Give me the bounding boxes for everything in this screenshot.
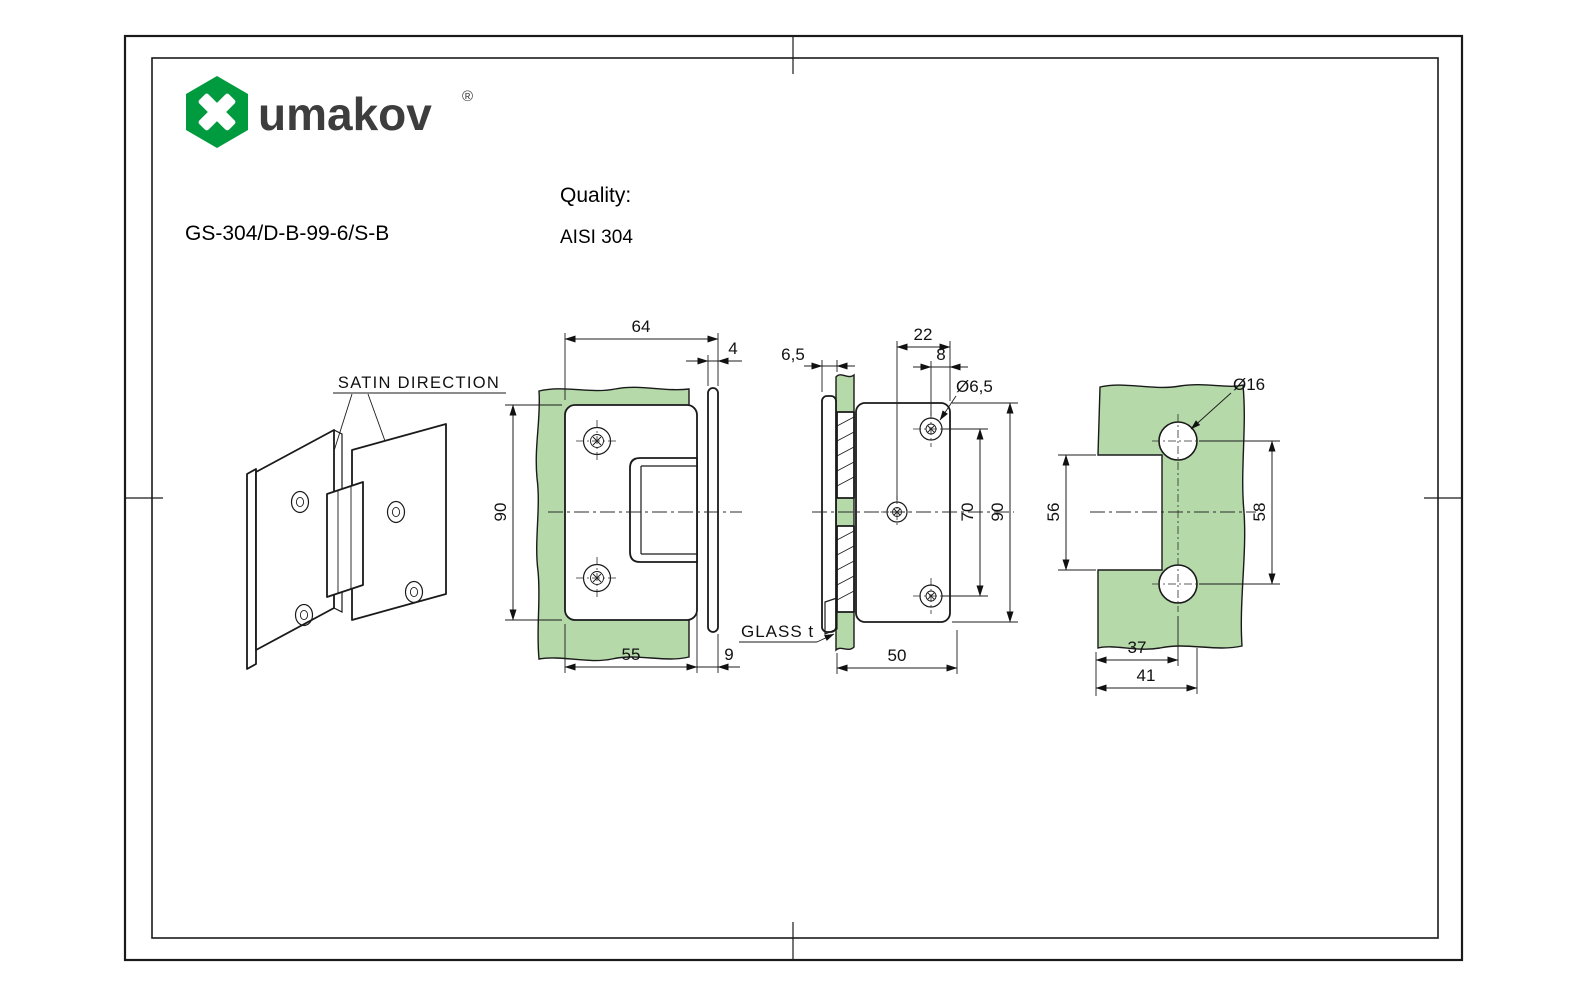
dim-front-edge: 4 [686, 339, 742, 386]
front-hinge-cutout-step [640, 465, 697, 555]
dim-cutout-notch-depth-label: 41 [1137, 666, 1156, 685]
registered-mark: ® [462, 88, 473, 105]
dim-cutout-hole-depth: 37 [1095, 616, 1179, 696]
iso-clamp-lines [337, 486, 352, 593]
dim-front-bottom-width-label: 55 [622, 645, 641, 664]
border-frame [123, 34, 1464, 962]
dim-front-edge-label: 4 [728, 339, 737, 358]
dim-cutout-hole-spacing: 58 [1199, 440, 1280, 585]
dim-side-hole-spacing-label: 70 [958, 503, 977, 522]
dim-side-hole-spacing: 70 [942, 428, 988, 597]
satin-direction-label: SATIN DIRECTION [338, 374, 500, 392]
dim-cutout-notch-height: 56 [1044, 454, 1096, 571]
side-gasket [824, 597, 838, 635]
front-hinge-cutout [629, 457, 698, 563]
dim-front-top-width-label: 64 [632, 317, 651, 336]
dim-side-glass-offset-label: 6,5 [781, 345, 805, 364]
front-leaf-edge [707, 387, 719, 633]
glass-thickness-callout: GLASS t [739, 622, 835, 643]
dim-side-glass-offset: 6,5 [781, 345, 855, 392]
side-clamp-section [836, 411, 855, 613]
glass-cutout-view: Ø16 56 58 37 41 [1044, 375, 1280, 696]
dim-front-leaf-thickness-label: 9 [724, 645, 733, 664]
callout-screw-dia: Ø6,5 [939, 377, 993, 421]
side-cover-plate [821, 395, 837, 633]
dim-side-screw-span: 22 [896, 325, 951, 500]
dim-side-depth-label: 50 [888, 646, 907, 665]
quality-value: AISI 304 [560, 227, 633, 248]
dim-side-height-label: 90 [988, 503, 1007, 522]
dim-cutout-hole-dia-label: Ø16 [1233, 375, 1265, 394]
dim-side-screw-dia-label: Ø6,5 [956, 377, 993, 396]
dim-side-screw-edge: 8 [913, 345, 968, 416]
dim-side-screw-edge-label: 8 [936, 345, 945, 364]
dim-cutout-hole-spacing-label: 58 [1250, 503, 1269, 522]
glass-label: GLASS t [741, 622, 814, 641]
logo-star-icon [198, 93, 236, 131]
dim-cutout-notch-depth: 41 [1095, 648, 1198, 694]
dim-cutout-notch-height-label: 56 [1044, 503, 1063, 522]
hole-centerlines [1152, 440, 1205, 585]
brand-logo: umakov ® [186, 76, 473, 148]
dim-front-height: 90 [491, 404, 562, 621]
side-hinge-body [855, 402, 951, 623]
isometric-view: SATIN DIRECTION [246, 374, 506, 670]
callout-hole-dia: Ø16 [1190, 375, 1265, 430]
iso-clamp-plate [326, 481, 364, 598]
dim-side-screw-span-label: 22 [914, 325, 933, 344]
quality-label: Quality: [560, 184, 631, 207]
side-view: 6,5 22 8 Ø6,5 70 9 [739, 325, 1018, 674]
dim-side-depth: 50 [836, 630, 958, 674]
dim-front-height-label: 90 [491, 503, 510, 522]
iso-left-leaf [255, 429, 335, 651]
brand-name: umakov [258, 88, 432, 140]
dim-side-height: 90 [952, 402, 1018, 623]
part-number: GS-304/D-B-99-6/S-B [185, 222, 389, 245]
dim-cutout-hole-depth-label: 37 [1128, 638, 1147, 657]
cutout-glass-pane [1097, 384, 1246, 650]
front-view: 64 4 90 55 9 [491, 317, 742, 673]
iso-glass-edge [246, 468, 257, 670]
dim-front-bottom: 55 9 [564, 566, 740, 673]
